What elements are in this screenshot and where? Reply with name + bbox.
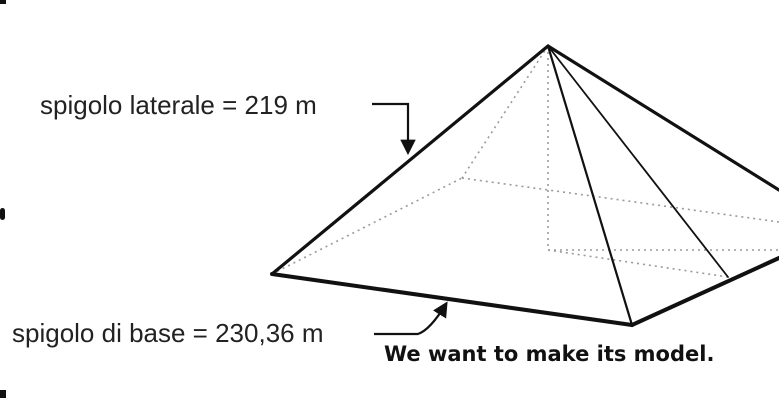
edge-artifact-bottom [0, 390, 6, 398]
hidden-back-left-base-edge [271, 177, 463, 275]
hidden-lateral-edge [461, 45, 549, 179]
base-edge-arrow [374, 301, 448, 336]
callout-arrows [372, 102, 448, 336]
lateral-edge-label: spigolo laterale = 219 m [40, 90, 317, 120]
front-base-edge [270, 272, 634, 327]
edge-artifact-middle [0, 208, 5, 220]
right-base-edge [630, 256, 779, 327]
base-edge-label: spigolo di base = 230,36 m [12, 318, 324, 348]
left-lateral-edge [270, 44, 550, 276]
edge-artifact-top [0, 0, 6, 4]
visible-edges [270, 44, 779, 327]
lateral-edge-arrow [372, 102, 416, 156]
hidden-center-line-b [547, 249, 729, 278]
hidden-back-base-edge [461, 177, 779, 223]
hidden-edges [271, 45, 779, 278]
right-lateral-edge [546, 44, 779, 192]
caption-text: We want to make its model. [384, 342, 715, 366]
apothem-line [547, 45, 729, 278]
front-lateral-edge [546, 44, 634, 327]
